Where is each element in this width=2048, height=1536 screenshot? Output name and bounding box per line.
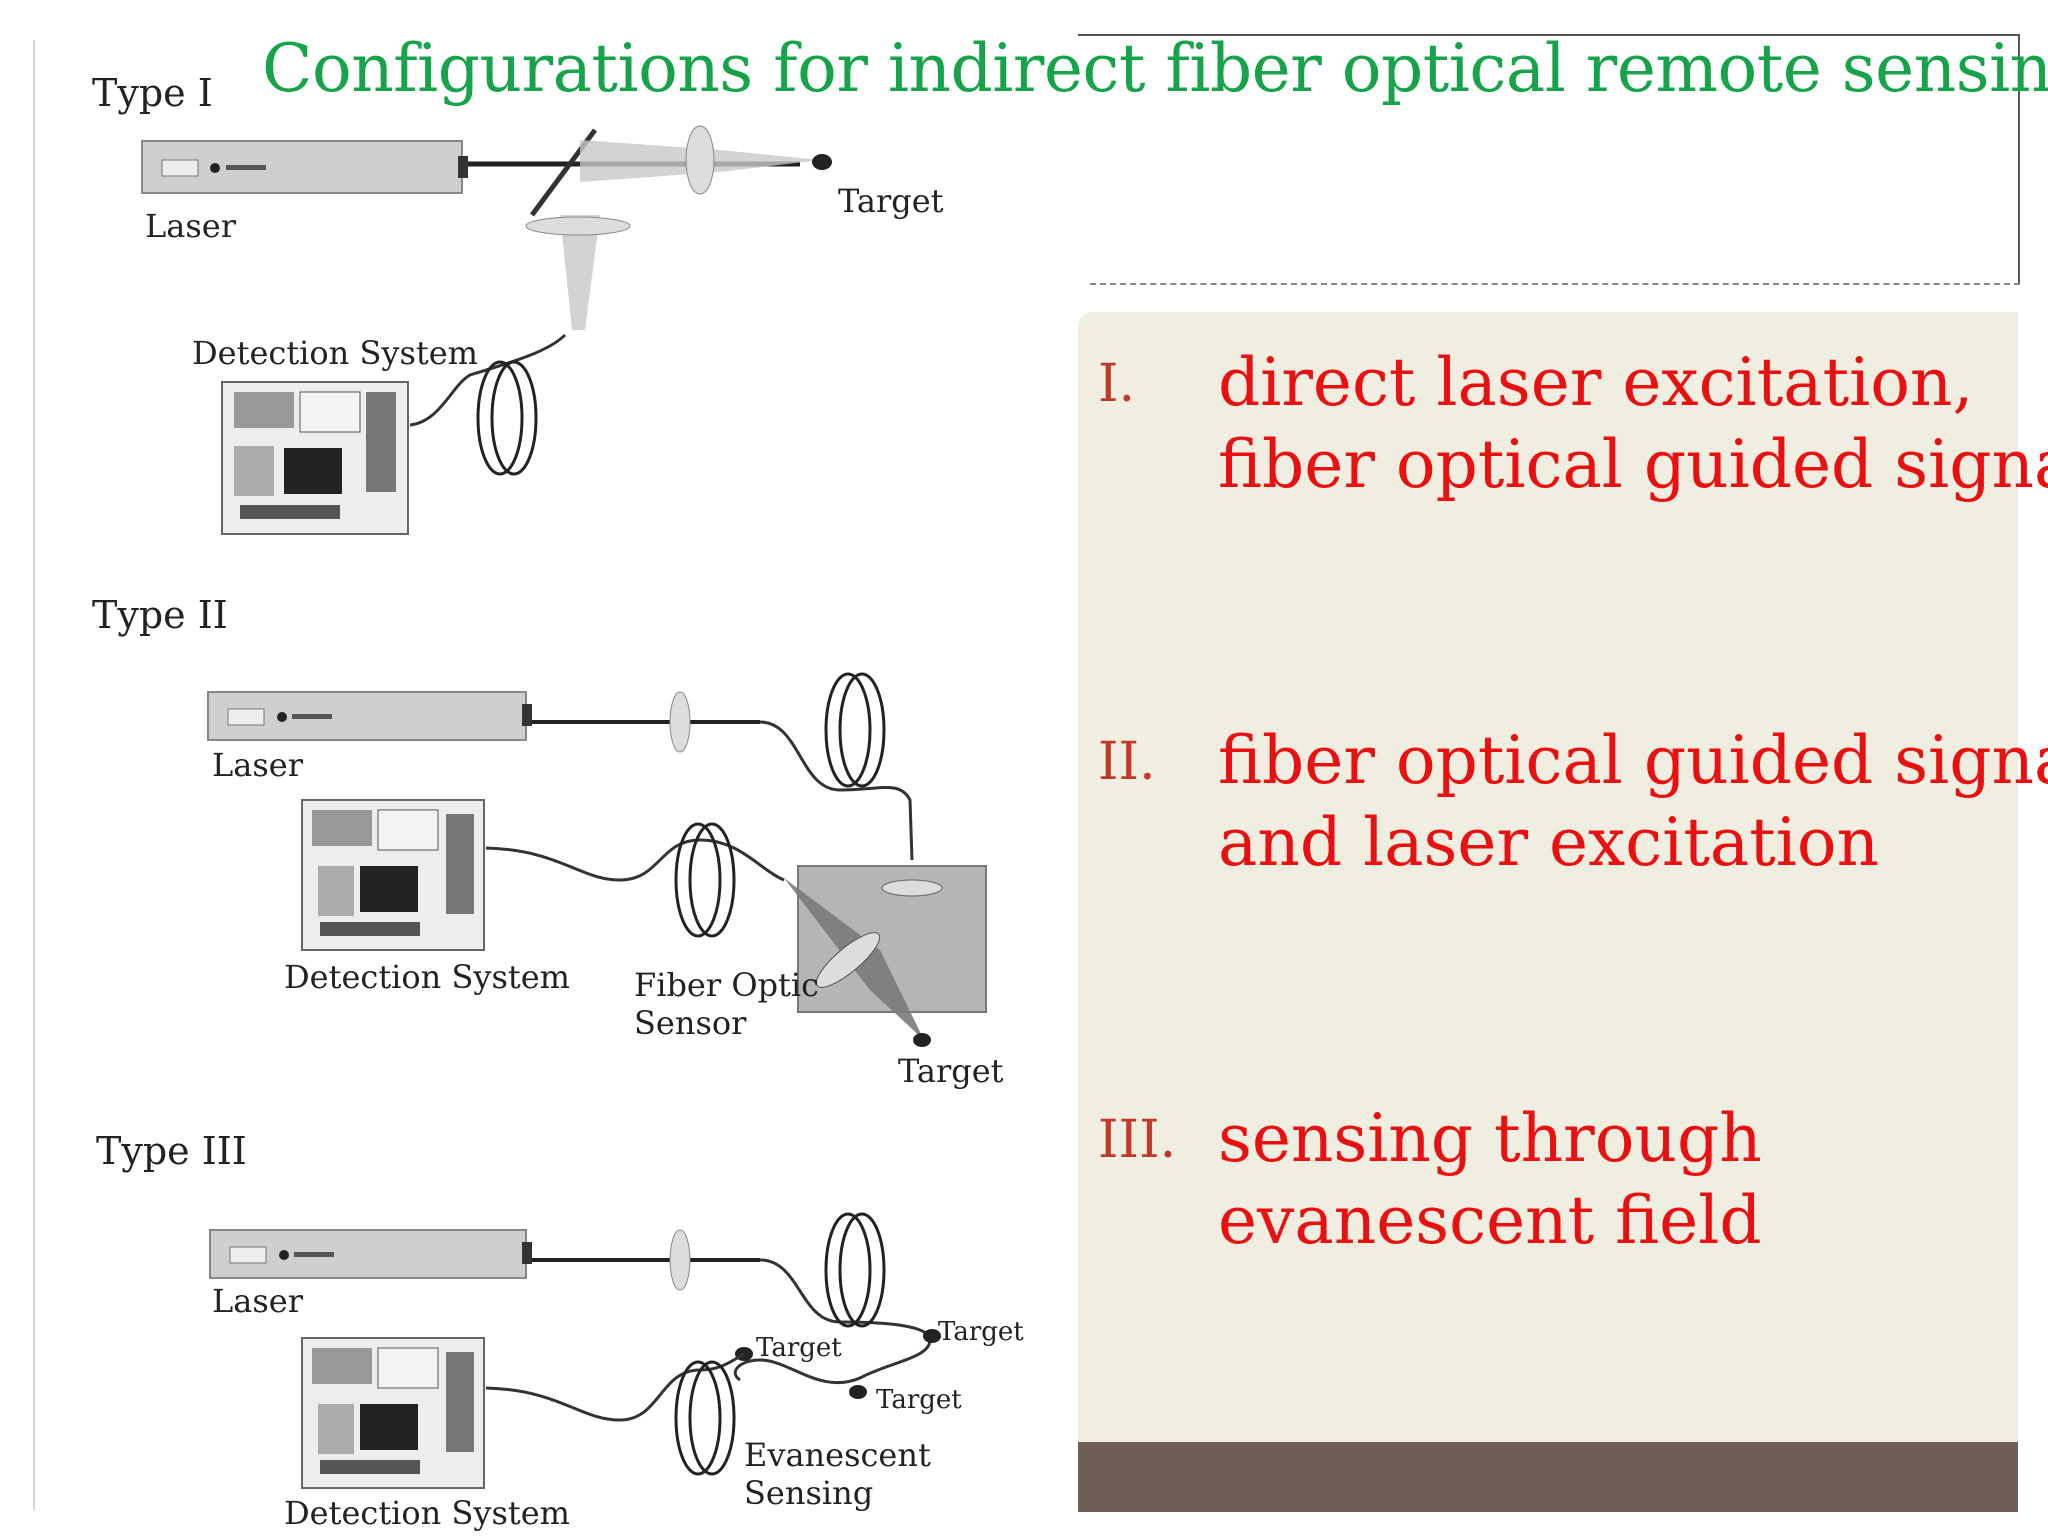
type1-fiber-cable bbox=[409, 333, 567, 427]
type2-sensor-label-2: Sensor bbox=[634, 1004, 747, 1042]
type3-target-dot-c bbox=[849, 1385, 867, 1399]
type1-detection-system-icon bbox=[221, 381, 409, 535]
type3-fiber-coil-top-2 bbox=[838, 1212, 886, 1328]
type3-target-label-c: Target bbox=[876, 1385, 962, 1415]
type2-heading: Type II bbox=[92, 593, 228, 637]
type1-laser-label: Laser bbox=[145, 207, 237, 245]
panel-footer-bar bbox=[1078, 1442, 2018, 1512]
list-number-1: I. bbox=[1098, 354, 1136, 414]
type3-laser-label: Laser bbox=[212, 1282, 304, 1320]
list-text-3-line2: evanescent field bbox=[1218, 1182, 1762, 1259]
list-number-2: II. bbox=[1098, 732, 1156, 792]
type3-detection-system-icon bbox=[301, 1337, 485, 1489]
type3-fiber-cable bbox=[485, 1352, 745, 1422]
type3-fiber-coil bbox=[674, 1360, 722, 1476]
type2-sensor-label-1: Fiber Optic bbox=[634, 966, 819, 1004]
type2-laser-label: Laser bbox=[212, 746, 304, 784]
slide-title: Configurations for indirect fiber optica… bbox=[262, 30, 2048, 107]
type2-fiber-to-coil bbox=[759, 720, 914, 861]
type3-heading: Type III bbox=[96, 1129, 247, 1173]
left-border bbox=[33, 40, 35, 1510]
type1-target-label: Target bbox=[838, 182, 944, 220]
type2-laser-icon bbox=[207, 691, 532, 741]
type2-fiber-cable bbox=[485, 838, 785, 882]
list-text-3-line1: sensing through bbox=[1218, 1100, 1762, 1177]
list-text-1-line2: fiber optical guided signal bbox=[1218, 426, 2048, 503]
type1-laser-icon bbox=[141, 140, 468, 194]
type3-fiber-coil-top bbox=[824, 1212, 872, 1328]
type2-fiber-coil-top bbox=[824, 672, 872, 788]
dashed-divider bbox=[1090, 283, 2020, 285]
frame-right-border bbox=[2018, 34, 2020, 284]
type1-detection-label: Detection System bbox=[192, 334, 478, 372]
type3-laser-icon bbox=[209, 1229, 532, 1279]
type2-fiber-coil bbox=[674, 822, 722, 938]
type2-detection-system-icon bbox=[301, 799, 485, 951]
type3-fiber-loop bbox=[733, 1258, 932, 1385]
type3-target-label-a: Target bbox=[938, 1317, 1024, 1347]
type1-fiber-coil-2 bbox=[490, 360, 538, 476]
type2-lens bbox=[669, 691, 691, 753]
type2-fiber-coil-top-2 bbox=[838, 672, 886, 788]
type1-heading: Type I bbox=[92, 71, 213, 115]
list-panel bbox=[1078, 312, 2018, 1442]
type1-fiber-coil bbox=[476, 360, 524, 476]
type3-fiber-coil-2 bbox=[688, 1360, 736, 1476]
type3-target-dot-a bbox=[923, 1329, 941, 1343]
type2-fiber-coil-2 bbox=[688, 822, 736, 938]
list-text-3: sensing through evanescent field bbox=[1218, 1098, 1762, 1262]
type2-sensor-lens bbox=[815, 932, 881, 988]
type3-evanescent-label-2: Sensing bbox=[744, 1474, 873, 1512]
list-text-2: fiber optical guided signal and laser ex… bbox=[1218, 720, 2048, 884]
type2-target-label: Target bbox=[898, 1052, 1004, 1090]
type1-optics-icon bbox=[525, 125, 832, 330]
frame-top-border bbox=[1078, 34, 2020, 36]
list-text-2-line2: and laser excitation bbox=[1218, 804, 1880, 881]
type2-detection-label: Detection System bbox=[284, 958, 570, 996]
type2-target-dot bbox=[913, 1033, 931, 1047]
list-text-2-line1: fiber optical guided signal bbox=[1218, 722, 2048, 799]
type2-lens-2 bbox=[881, 879, 943, 897]
type3-evanescent-label-1: Evanescent bbox=[744, 1436, 931, 1474]
list-text-1-line1: direct laser excitation, bbox=[1218, 344, 1974, 421]
list-text-1: direct laser excitation, fiber optical g… bbox=[1218, 342, 2048, 506]
list-number-3: III. bbox=[1098, 1110, 1177, 1170]
type3-lens bbox=[669, 1229, 691, 1291]
type3-target-label-b: Target bbox=[756, 1333, 842, 1363]
type3-detection-label: Detection System bbox=[284, 1494, 570, 1532]
